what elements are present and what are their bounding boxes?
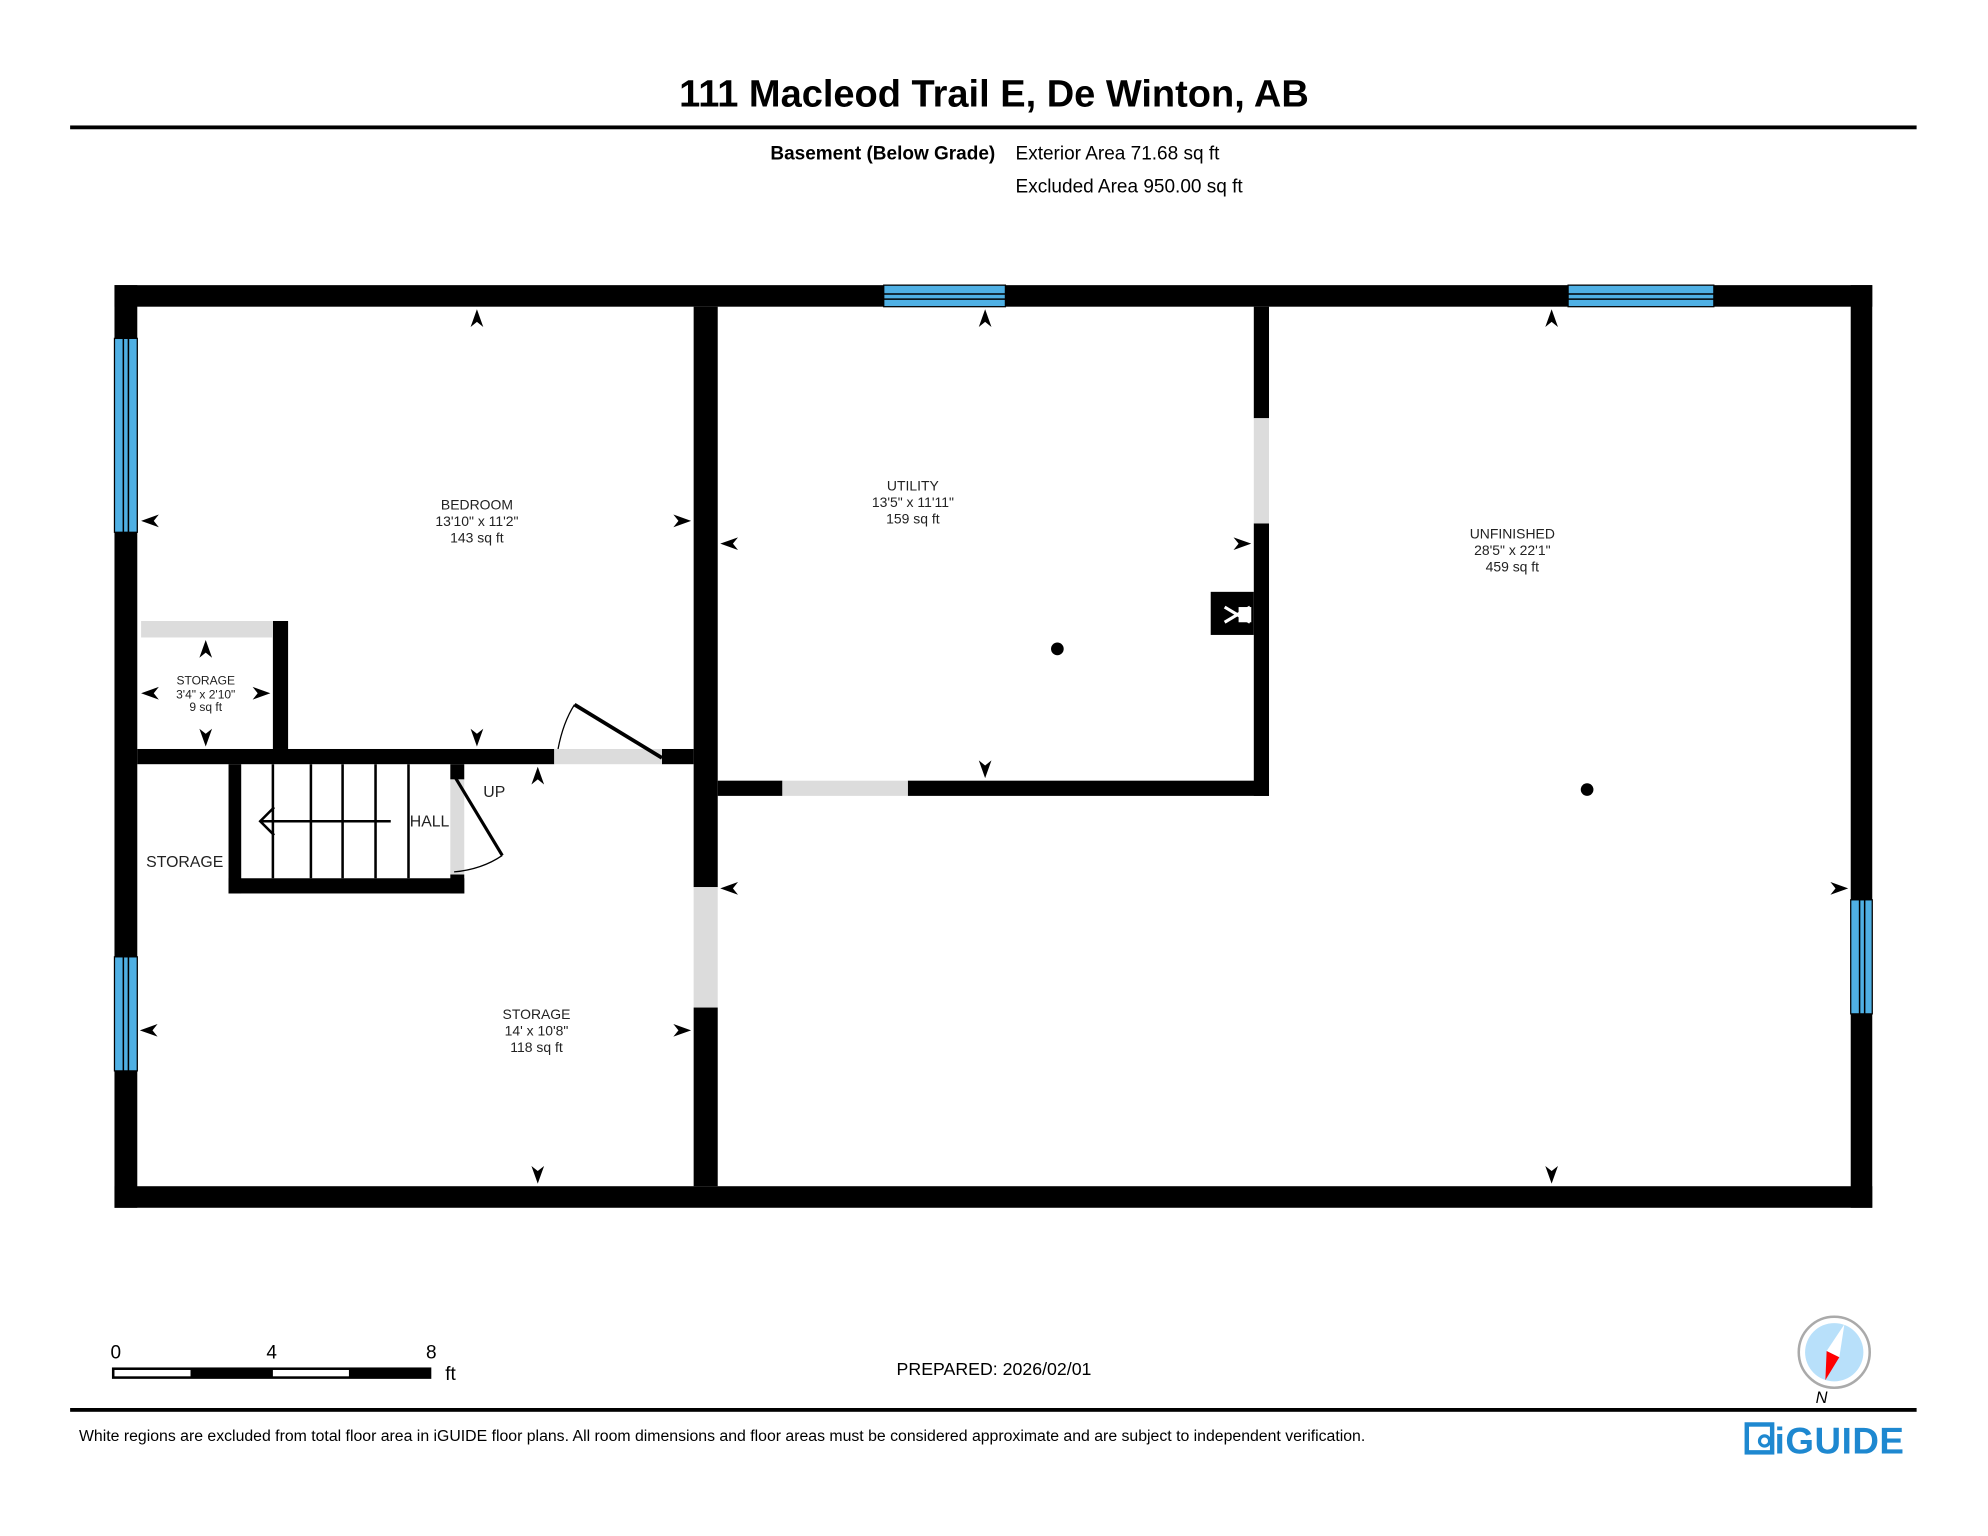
openings <box>141 418 1270 1008</box>
window <box>113 337 138 533</box>
bedroom-door[interactable] <box>573 703 663 760</box>
window <box>1567 284 1715 308</box>
windows <box>113 284 1873 1072</box>
window <box>113 956 138 1072</box>
north-label: N <box>1816 1389 1828 1407</box>
compass-icon: N <box>1797 1315 1871 1407</box>
prepared-date: PREPARED: 2026/02/01 <box>897 1359 1092 1379</box>
room-dims: 13'5" x 11'11" <box>872 494 954 510</box>
room-area: 159 sq ft <box>886 510 940 526</box>
stairs[interactable] <box>258 764 410 879</box>
room-area: 9 sq ft <box>189 700 222 714</box>
footer-divider <box>70 1408 1917 1412</box>
window <box>1850 899 1873 1015</box>
header-divider <box>70 125 1917 130</box>
wall-right <box>1850 285 1873 1208</box>
disclaimer: White regions are excluded from total fl… <box>79 1428 1365 1445</box>
floor-name: Basement (Below Grade) <box>770 144 995 165</box>
storage-label: STORAGE <box>146 854 223 871</box>
room-unfinished[interactable]: UNFINISHED 28'5" x 22'1" 459 sq ft <box>1470 526 1555 575</box>
excluded-area: Excluded Area 950.00 sq ft <box>1016 177 1244 198</box>
scale-unit: ft <box>445 1364 456 1385</box>
hall-door[interactable] <box>452 774 504 857</box>
room-name: STORAGE <box>503 1006 571 1022</box>
room-area: 118 sq ft <box>510 1039 563 1055</box>
wall-bottom <box>114 1186 1873 1208</box>
scale-tick: 0 <box>110 1343 121 1364</box>
page-title: 111 Macleod Trail E, De Winton, AB <box>679 73 1309 115</box>
floor-drain-icon <box>1051 642 1064 656</box>
hall-label: HALL <box>410 813 450 830</box>
interior-walls <box>137 306 1270 1187</box>
floor-drain-icon <box>1580 783 1594 796</box>
room-name: BEDROOM <box>441 496 513 512</box>
room-dims: 3'4" x 2'10" <box>176 687 235 701</box>
room-name: UNFINISHED <box>1470 526 1555 542</box>
room-name: UTILITY <box>887 477 939 493</box>
exterior-area: Exterior Area 71.68 sq ft <box>1016 144 1221 165</box>
room-name: STORAGE <box>176 673 235 687</box>
room-area: 143 sq ft <box>450 529 504 545</box>
iguide-logo: iGUIDE <box>1744 1421 1904 1462</box>
room-storage-small[interactable]: STORAGE 3'4" x 2'10" 9 sq ft <box>176 673 235 714</box>
room-area: 459 sq ft <box>1486 559 1540 575</box>
room-dims: 14' x 10'8" <box>505 1022 569 1038</box>
room-utility[interactable]: UTILITY 13'5" x 11'11" 159 sq ft <box>872 477 954 526</box>
room-dims: 13'10" x 11'2" <box>435 513 518 529</box>
scale-tick: 8 <box>426 1343 437 1364</box>
window <box>883 284 1007 308</box>
room-bedroom[interactable]: BEDROOM 13'10" x 11'2" 143 sq ft <box>435 496 518 545</box>
floor-plan: BEDROOM 13'10" x 11'2" 143 sq ft UTILITY… <box>113 284 1873 1208</box>
logo-text: iGUIDE <box>1775 1421 1904 1462</box>
up-label: UP <box>483 784 505 801</box>
room-dims: 28'5" x 22'1" <box>1474 542 1550 558</box>
room-storage-main[interactable]: STORAGE 14' x 10'8" 118 sq ft <box>503 1006 571 1055</box>
dimension-arrows <box>139 309 1849 1184</box>
scale-bar: 0 4 8 ft <box>110 1343 456 1386</box>
scale-tick: 4 <box>266 1343 277 1364</box>
doors[interactable] <box>452 703 663 873</box>
